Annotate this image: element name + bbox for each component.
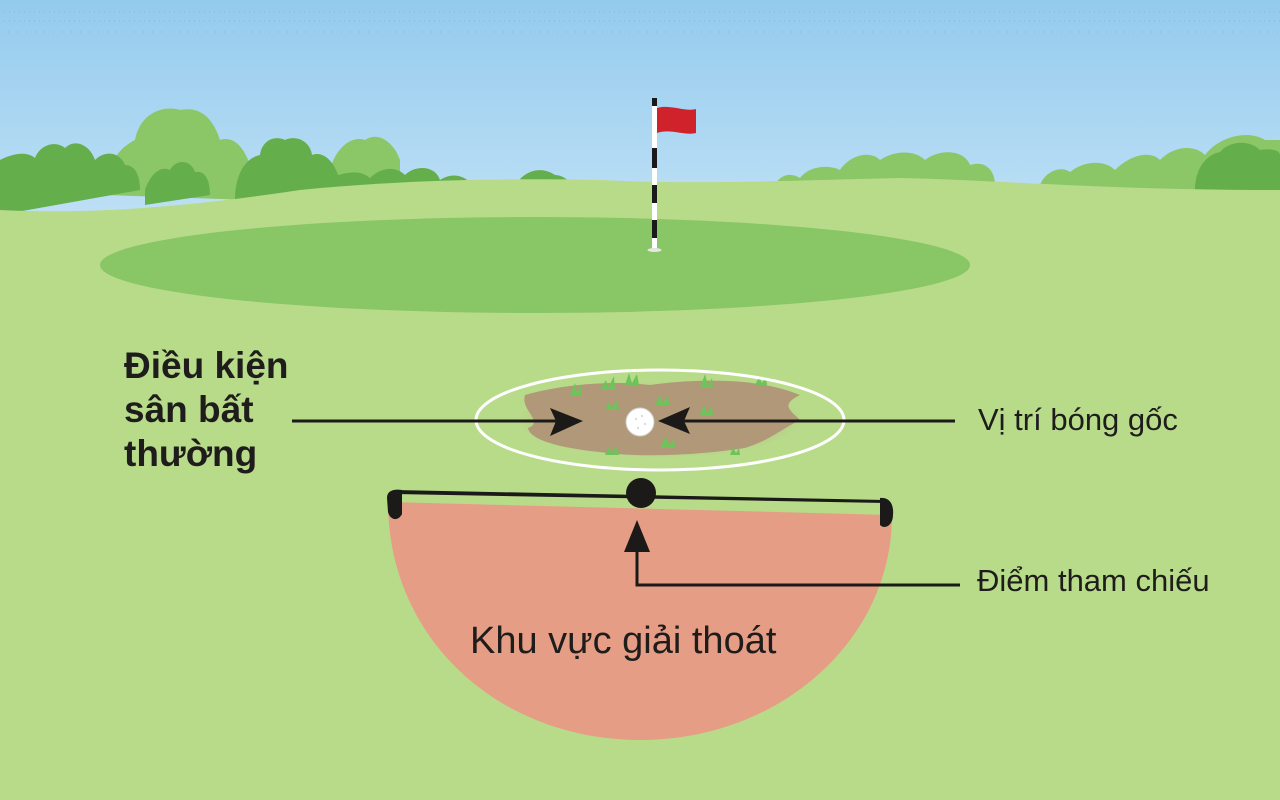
flag-icon xyxy=(647,98,696,252)
putting-green xyxy=(100,217,970,313)
golf-ball-icon xyxy=(625,407,655,437)
relief-area-label: Khu vực giải thoát xyxy=(470,620,777,662)
reference-line xyxy=(387,478,894,527)
title-line-3: thường xyxy=(124,433,258,474)
abnormal-course-condition-label: Điều kiện sân bất thường xyxy=(124,344,289,476)
reference-point-label: Điểm tham chiếu xyxy=(977,563,1210,598)
relief-area xyxy=(388,502,892,740)
title-line-2: sân bất xyxy=(124,389,254,430)
reference-point-dot xyxy=(626,478,656,508)
original-ball-position-label: Vị trí bóng gốc xyxy=(978,402,1178,437)
trees-right xyxy=(775,135,1280,195)
title-line-1: Điều kiện xyxy=(124,345,289,386)
reference-arrow xyxy=(635,550,960,587)
